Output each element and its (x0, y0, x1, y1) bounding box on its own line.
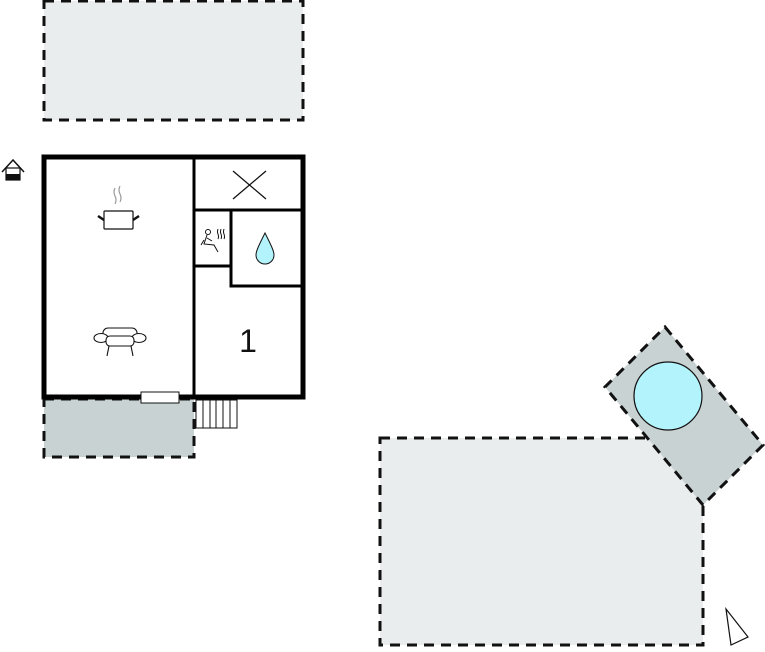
outdoor-area-top (42, 0, 305, 122)
room-number-label: 1 (239, 323, 257, 359)
stairs-icon (195, 399, 238, 429)
closet-cross-icon (232, 170, 267, 200)
sofa-icon (93, 327, 147, 357)
pool-icon (633, 361, 703, 431)
window-icon (140, 391, 180, 404)
house-outer-wall (41, 154, 306, 400)
outdoor-area-garden (378, 436, 705, 647)
sauna-icon (200, 228, 225, 253)
terrace (42, 397, 196, 459)
entrance-icon (1, 158, 25, 181)
north-arrow-icon (725, 606, 749, 646)
water-drop-icon (255, 231, 275, 265)
bathroom (229, 208, 305, 288)
cooking-pot-icon (97, 185, 140, 230)
